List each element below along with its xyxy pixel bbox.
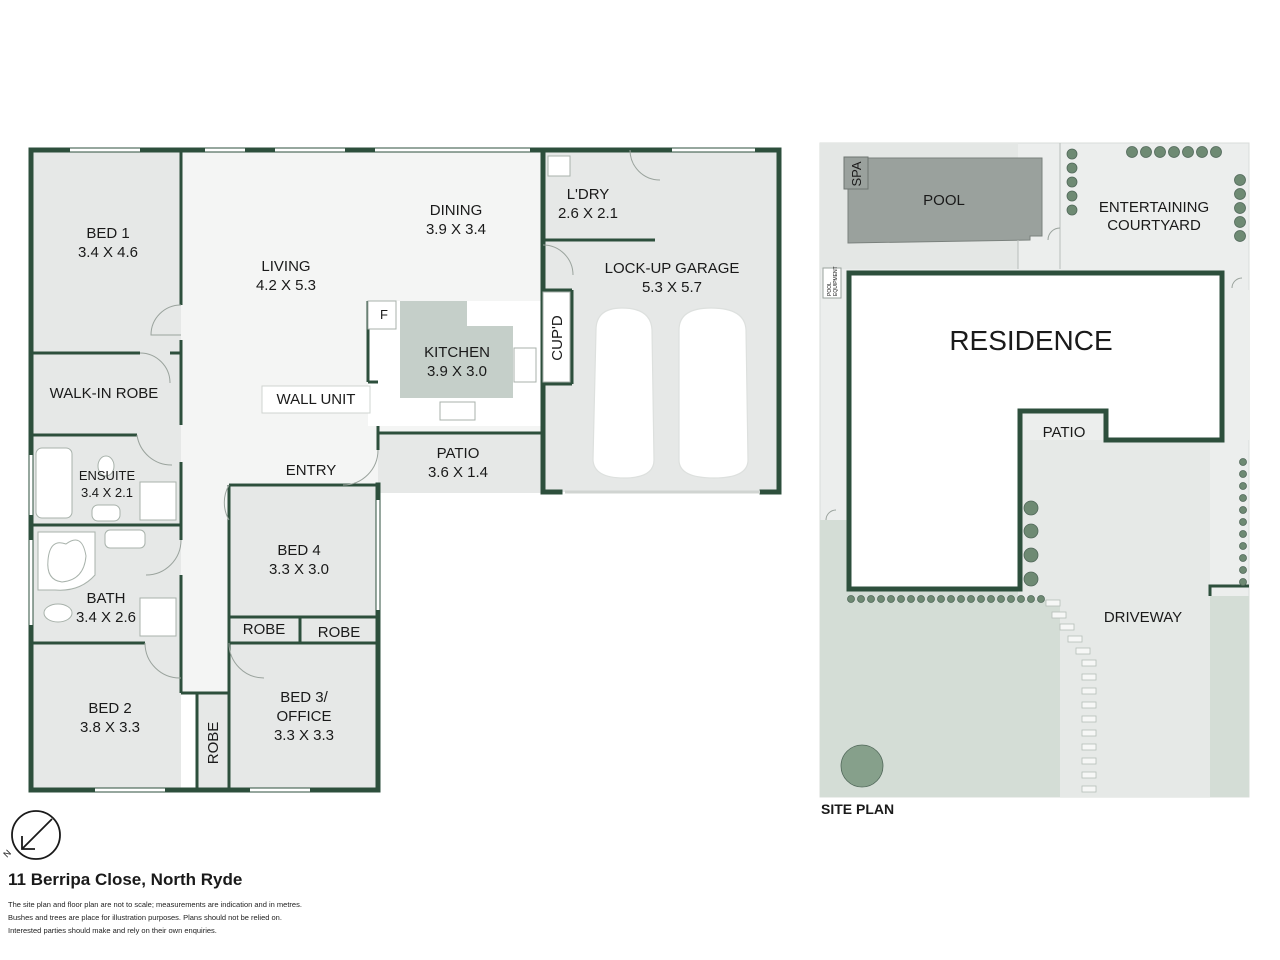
disclaimer-line-1: The site plan and floor plan are not to … xyxy=(8,900,302,909)
room-labels: BED 1 3.4 X 4.6 LIVING 4.2 X 5.3 DINING … xyxy=(50,186,740,764)
kitchen-size: 3.9 X 3.0 xyxy=(427,363,487,380)
wall-garage-east xyxy=(540,147,782,495)
driveway-upper xyxy=(1018,440,1060,600)
bed3-name-line1: BED 3/ xyxy=(280,689,328,706)
bath-shower xyxy=(139,597,177,637)
residence-label: RESIDENCE xyxy=(949,325,1112,356)
hallway-area xyxy=(181,483,229,693)
kitchen-island-ext xyxy=(400,326,513,398)
car-left xyxy=(592,307,655,479)
floor-plan: BED 1 3.4 X 4.6 LIVING 4.2 X 5.3 DINING … xyxy=(28,147,782,793)
wall-garage-west xyxy=(540,147,563,495)
fridge-space xyxy=(367,300,397,330)
living-name: LIVING xyxy=(261,258,310,275)
bath-size: 3.4 X 2.6 xyxy=(76,609,136,626)
living-size: 4.2 X 5.3 xyxy=(256,277,316,294)
pool-label: POOL xyxy=(923,192,965,209)
fixtures xyxy=(35,155,571,637)
footer: 11 Berripa Close, North Ryde The site pl… xyxy=(8,870,608,937)
compass-circle-icon xyxy=(11,810,61,860)
stepping-stones xyxy=(1045,599,1097,793)
wall-unit xyxy=(261,385,371,414)
patio-size: 3.6 X 1.4 xyxy=(428,464,488,481)
bath-toilet xyxy=(43,603,73,623)
garage-cars xyxy=(592,307,749,479)
kitchen-sink xyxy=(439,401,476,421)
fridge-label: F xyxy=(380,307,388,322)
car-right xyxy=(678,307,749,479)
bed2-name: BED 2 xyxy=(88,700,131,717)
property-address: 11 Berripa Close, North Ryde xyxy=(8,870,243,889)
courtyard-line1: ENTERTAINING xyxy=(1099,199,1209,216)
bed4-name: BED 4 xyxy=(277,542,320,559)
bed3-name-line2: OFFICE xyxy=(277,708,332,725)
spa-label: SPA xyxy=(849,161,864,186)
laundry-tub xyxy=(547,155,571,177)
driveway-surface xyxy=(1060,440,1210,797)
walk-in-robe-area xyxy=(31,353,181,435)
front-gate xyxy=(825,509,837,521)
robe-bed4-label: ROBE xyxy=(243,621,286,638)
bed4-size: 3.3 X 3.0 xyxy=(269,561,329,578)
bed4-area xyxy=(229,485,378,617)
bath-vanity xyxy=(104,529,146,549)
ensuite-size: 3.4 X 2.1 xyxy=(81,485,133,500)
driveway-label: DRIVEWAY xyxy=(1104,609,1182,626)
compass-north-label: N xyxy=(1,848,13,860)
patio-area xyxy=(378,433,543,493)
residence-outline xyxy=(846,270,1225,592)
cooktop xyxy=(513,347,537,383)
pool-equipment-line1: POOL xyxy=(827,282,833,296)
robe-bed2-label: ROBE xyxy=(205,722,222,765)
ensuite-toilet xyxy=(97,455,115,477)
side-gate xyxy=(1231,277,1243,289)
bed2-size: 3.8 X 3.3 xyxy=(80,719,140,736)
door-swings xyxy=(136,149,661,679)
pool-shape xyxy=(847,157,1043,244)
laundry-size: 2.6 X 2.1 xyxy=(558,205,618,222)
cupboard xyxy=(542,291,571,383)
garage-size: 5.3 X 5.7 xyxy=(642,279,702,296)
bath-name: BATH xyxy=(87,590,126,607)
lawn-right xyxy=(1210,596,1249,797)
pool-equipment-box xyxy=(822,267,842,299)
pool-gate xyxy=(1047,227,1061,241)
wall-unit-label: WALL UNIT xyxy=(277,391,356,408)
site-plan-title: SITE PLAN xyxy=(821,801,894,817)
ensuite-name: ENSUITE xyxy=(79,468,136,483)
patio-name: PATIO xyxy=(437,445,480,462)
north-compass: N xyxy=(1,810,61,860)
walk-in-robe-label: WALK-IN ROBE xyxy=(50,385,159,402)
laundry-name: L'DRY xyxy=(567,186,610,203)
site-plan: SPA POOL POOL EQUIPMENT ENTERTAINING COU… xyxy=(819,142,1250,817)
ensuite-bathtub xyxy=(35,447,73,519)
compass-arrow-icon xyxy=(21,818,53,850)
garage-name: LOCK-UP GARAGE xyxy=(605,260,740,277)
bed3-area xyxy=(229,617,378,790)
shrubs xyxy=(840,146,1247,788)
ensuite-shower xyxy=(139,481,177,521)
courtyard-line2: COURTYARD xyxy=(1107,217,1201,234)
entry-label: ENTRY xyxy=(286,462,337,479)
dining-name: DINING xyxy=(430,202,483,219)
dining-size: 3.9 X 3.4 xyxy=(426,221,486,238)
disclaimer-line-3: Interested parties should make and rely … xyxy=(8,926,217,935)
pool-equipment-line2: EQUIPMENT xyxy=(833,266,839,296)
bed1-name: BED 1 xyxy=(86,225,129,242)
disclaimer-line-2: Bushes and trees are place for illustrat… xyxy=(8,913,282,922)
site-patio-label: PATIO xyxy=(1043,424,1086,441)
kitchen-name: KITCHEN xyxy=(424,344,490,361)
windows xyxy=(29,148,760,792)
bed2-area xyxy=(31,643,181,790)
bed3-size: 3.3 X 3.3 xyxy=(274,727,334,744)
ensuite-basin xyxy=(91,504,121,522)
side-strip xyxy=(1220,290,1249,440)
cupboard-label: CUP'D xyxy=(549,315,566,361)
robe-bed3-label: ROBE xyxy=(318,624,361,641)
spa-shape xyxy=(843,156,869,190)
robe-bed2-area xyxy=(197,693,229,790)
side-fence xyxy=(1208,584,1249,596)
bed1-size: 3.4 X 4.6 xyxy=(78,244,138,261)
